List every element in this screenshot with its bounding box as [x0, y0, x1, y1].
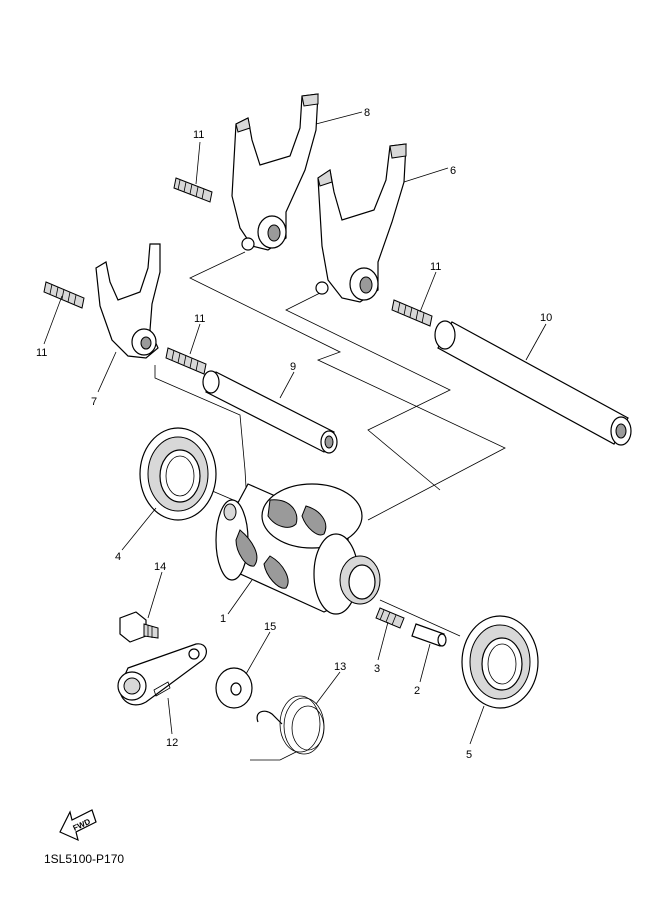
leader-lines — [43, 111, 547, 745]
diagram-code: 1SL5100-P170 — [44, 852, 125, 866]
callout-11-middle: 11 — [194, 313, 205, 325]
bearing-5 — [461, 615, 539, 709]
pin-11-middle — [165, 347, 207, 375]
callout-10: 10 — [540, 312, 552, 324]
shift-fork-8 — [231, 93, 319, 251]
assembly-lines — [154, 251, 506, 637]
fwd-arrow-icon: FWD — [59, 809, 97, 842]
callout-11-left: 11 — [36, 347, 47, 359]
callout-11-top: 11 — [193, 129, 204, 141]
callout-14: 14 — [154, 561, 166, 573]
callout-6: 6 — [450, 165, 456, 177]
callout-15: 15 — [264, 621, 276, 633]
callout-labels: 1 2 3 4 5 6 7 8 9 10 11 11 11 11 12 13 1… — [36, 107, 552, 761]
callout-5: 5 — [466, 749, 472, 761]
callout-12: 12 — [166, 737, 178, 749]
shaft-9 — [202, 370, 338, 454]
bearing-4 — [139, 427, 217, 521]
callout-7: 7 — [91, 396, 97, 408]
pin-2 — [411, 623, 447, 647]
shaft-10 — [434, 320, 632, 446]
callout-3: 3 — [374, 663, 380, 675]
callout-9: 9 — [290, 361, 296, 373]
callout-13: 13 — [334, 661, 346, 673]
pin-11-top — [173, 177, 213, 203]
stopper-lever-12 — [117, 643, 207, 706]
bolt-14 — [119, 611, 159, 643]
callout-8: 8 — [364, 107, 370, 119]
spring-3 — [375, 607, 405, 629]
callout-2: 2 — [414, 685, 420, 697]
callout-11-right: 11 — [430, 261, 441, 273]
washer-15 — [215, 667, 253, 709]
shift-drum-1 — [215, 483, 381, 615]
shift-fork-7 — [95, 243, 161, 359]
torsion-spring-13 — [250, 695, 325, 761]
pin-11-left — [43, 281, 85, 309]
pin-11-right — [391, 299, 433, 327]
callout-4: 4 — [115, 551, 121, 563]
shift-fork-6 — [315, 143, 407, 303]
callout-1: 1 — [220, 613, 226, 625]
